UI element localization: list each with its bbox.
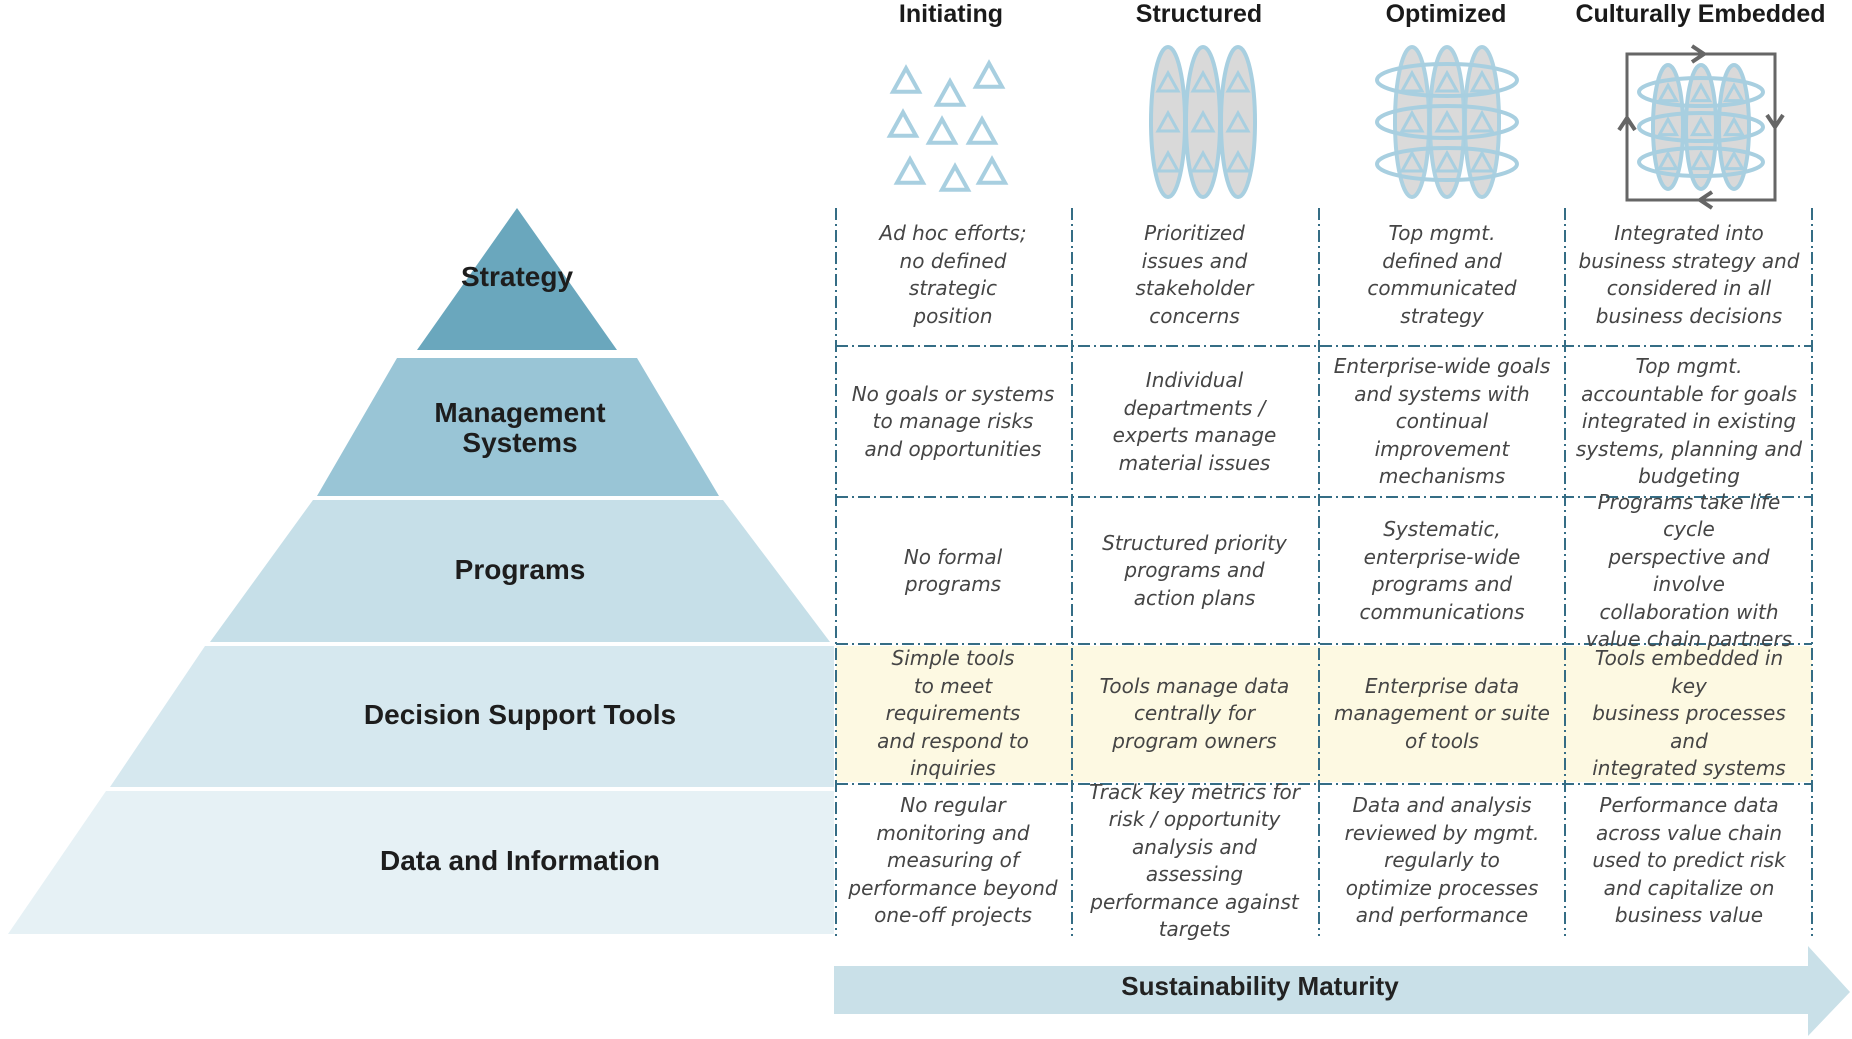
cycle-arrow-icon bbox=[1765, 113, 1785, 131]
layer-label-decision-support-tools: Decision Support Tools bbox=[363, 699, 677, 730]
pyramid-layer-programs bbox=[210, 500, 830, 642]
stage-header-initiating: Initiating bbox=[898, 0, 1004, 28]
layer-label-data-and-information: Data and Information bbox=[379, 845, 660, 876]
triangle-shape bbox=[1399, 69, 1425, 93]
ring-shape bbox=[1637, 146, 1765, 178]
stage-header-optimized: Optimized bbox=[1385, 0, 1507, 28]
ellipse-shape bbox=[1149, 45, 1187, 199]
triangle-shape bbox=[1722, 116, 1746, 137]
triangle-shape bbox=[925, 115, 959, 145]
layer-label-strategy: Strategy bbox=[460, 261, 574, 292]
triangle-shape bbox=[938, 162, 972, 192]
triangle-shape bbox=[886, 108, 920, 138]
stage-header-culturally-embedded: Culturally Embedded bbox=[1575, 0, 1826, 28]
ellipse-shape bbox=[1463, 45, 1501, 199]
triangle-shape bbox=[1225, 109, 1251, 133]
ring-shape bbox=[1637, 76, 1765, 108]
triangle-shape bbox=[975, 155, 1009, 185]
pyramid-layer-data-and-information bbox=[8, 791, 834, 934]
triangle-shape bbox=[889, 64, 923, 94]
triangle-shape bbox=[1155, 109, 1181, 133]
scattered-triangles-icon bbox=[886, 59, 1009, 192]
ellipse-shape bbox=[1219, 45, 1257, 199]
triangle-shape bbox=[1689, 150, 1713, 171]
optimized-triangles-icon bbox=[1375, 45, 1519, 199]
ring-shape bbox=[1375, 104, 1519, 140]
sustainability-maturity-label: Sustainability Maturity bbox=[1121, 970, 1399, 1001]
triangle-shape bbox=[972, 59, 1006, 89]
ellipse-shape bbox=[1184, 45, 1222, 199]
pyramid-layer-decision-support-tools bbox=[110, 646, 834, 787]
cycle-arrow-icon bbox=[1696, 190, 1714, 210]
triangle-shape bbox=[1190, 109, 1216, 133]
triangle-shape bbox=[1190, 69, 1216, 93]
decision-tools-row-highlight bbox=[836, 646, 1812, 782]
triangle-shape bbox=[1689, 82, 1713, 103]
triangle-shape bbox=[1399, 109, 1425, 133]
triangle-shape bbox=[1155, 149, 1181, 173]
triangle-shape bbox=[1656, 150, 1680, 171]
maturity-arrow bbox=[834, 946, 1850, 1036]
triangle-shape bbox=[1399, 149, 1425, 173]
cycle-triangles-icon bbox=[1617, 44, 1785, 210]
triangle-shape bbox=[893, 155, 927, 185]
triangle-shape bbox=[1689, 116, 1713, 137]
triangle-shape bbox=[1190, 149, 1216, 173]
triangle-shape bbox=[1225, 69, 1251, 93]
ring-shape bbox=[1375, 62, 1519, 98]
triangle-shape bbox=[1434, 69, 1460, 93]
pyramid-layer-strategy bbox=[417, 208, 617, 350]
triangle-shape bbox=[1434, 109, 1460, 133]
triangle-shape bbox=[1469, 149, 1495, 173]
ring-shape bbox=[1375, 146, 1519, 182]
triangle-shape bbox=[1155, 69, 1181, 93]
triangle-shape bbox=[965, 115, 999, 145]
structured-triangles-icon bbox=[1149, 45, 1257, 199]
layer-label-management-systems: Management Systems bbox=[434, 397, 606, 458]
triangle-shape bbox=[1722, 82, 1746, 103]
triangle-shape bbox=[933, 77, 967, 107]
triangle-shape bbox=[1656, 116, 1680, 137]
matrix-grid-lines bbox=[835, 208, 1813, 936]
pyramid-layer-management-systems bbox=[317, 358, 719, 496]
cycle-arrow-icon bbox=[1617, 114, 1637, 132]
triangle-shape bbox=[1225, 149, 1251, 173]
triangle-shape bbox=[1722, 150, 1746, 171]
triangle-shape bbox=[1434, 149, 1460, 173]
ring-shape bbox=[1637, 111, 1765, 143]
layer-label-programs: Programs bbox=[454, 554, 586, 585]
triangle-shape bbox=[1656, 82, 1680, 103]
cycle-arrow-icon bbox=[1690, 44, 1708, 64]
ellipse-shape bbox=[1428, 45, 1466, 199]
triangle-shape bbox=[1469, 69, 1495, 93]
stage-header-structured: Structured bbox=[1135, 0, 1263, 28]
triangle-shape bbox=[1469, 109, 1495, 133]
